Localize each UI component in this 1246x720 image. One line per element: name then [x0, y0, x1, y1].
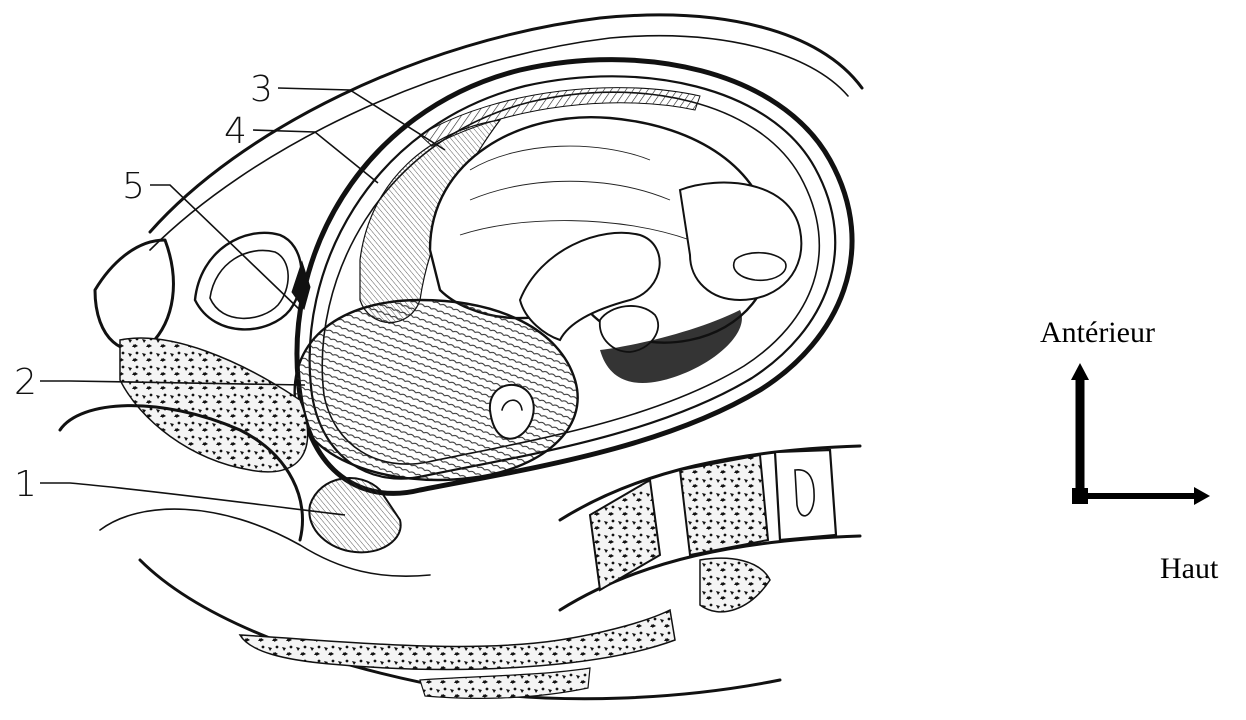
orientation-indicator: Antérieur Haut	[1040, 316, 1219, 585]
arrow-up-icon	[1071, 363, 1089, 380]
bladder	[195, 233, 301, 330]
axis-corner	[1072, 488, 1088, 504]
label-2: 2	[14, 362, 37, 403]
label-3: 3	[250, 69, 273, 110]
label-1: 1	[14, 464, 37, 505]
leader-line-3	[278, 88, 445, 150]
orientation-horizontal-label: Haut	[1160, 552, 1219, 585]
orientation-vertical-label: Antérieur	[1040, 316, 1155, 349]
arrow-right-icon	[1194, 487, 1210, 505]
spine	[560, 446, 860, 612]
label-5: 5	[122, 166, 145, 207]
label-4: 4	[224, 111, 247, 152]
anatomy-illustration	[60, 15, 862, 699]
fetus-foot	[734, 253, 786, 281]
cervix	[309, 478, 400, 552]
fetus-head	[295, 300, 578, 480]
